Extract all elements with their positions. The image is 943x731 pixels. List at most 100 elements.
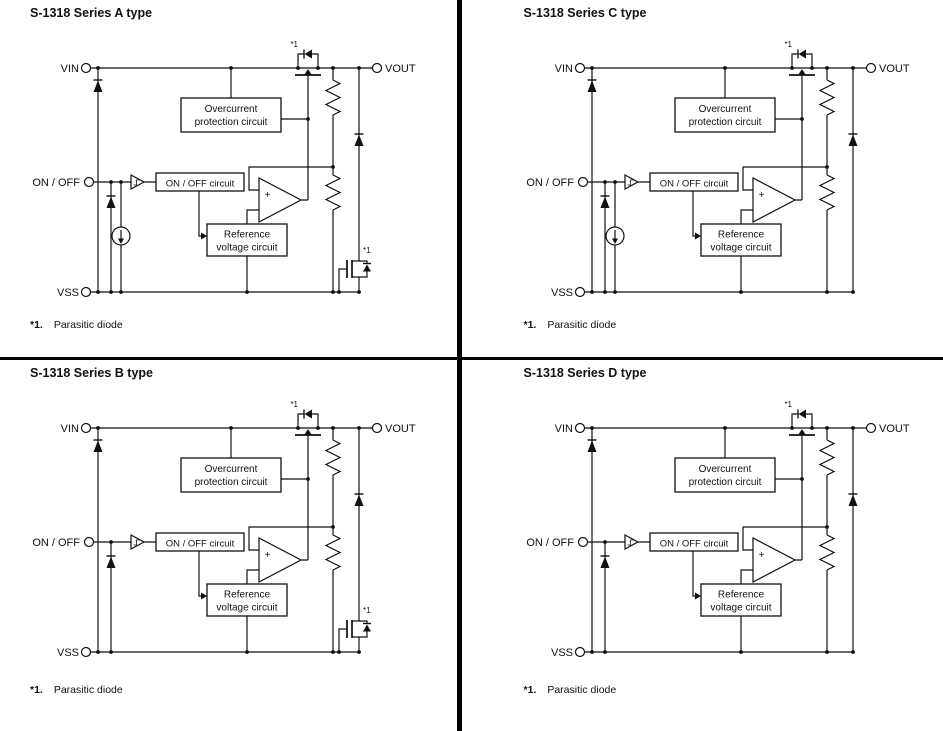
opamp-plus-label: + bbox=[758, 550, 764, 561]
onoff-circuit-label: ON / OFF circuit bbox=[166, 179, 235, 190]
current-source bbox=[111, 180, 131, 294]
pmos-parasitic-ref: *1 bbox=[290, 40, 298, 49]
reference-voltage-box bbox=[206, 583, 288, 617]
vss-label: VSS bbox=[57, 647, 79, 659]
reference-label-line2: voltage circuit bbox=[216, 243, 277, 254]
onoff-label: ON / OFF bbox=[526, 537, 574, 549]
overcurrent-label-line1: Overcurrent bbox=[698, 464, 751, 475]
onoff-buffer-icon bbox=[623, 173, 639, 191]
junction-dots bbox=[96, 66, 361, 294]
arrow-into-reference-icon bbox=[201, 232, 207, 240]
onoff-esd-diode-icon bbox=[600, 195, 609, 208]
vout-terminal bbox=[865, 422, 876, 434]
vout-label: VOUT bbox=[385, 63, 416, 75]
reference-label-line1: Reference bbox=[717, 590, 764, 601]
onoff-buffer-icon bbox=[130, 533, 146, 551]
overcurrent-label-line2: protection circuit bbox=[688, 117, 761, 128]
junction-dots bbox=[589, 66, 855, 294]
reference-label-line2: voltage circuit bbox=[710, 603, 771, 614]
onoff-circuit-label: ON / OFF circuit bbox=[659, 179, 728, 190]
vout-label: VOUT bbox=[879, 63, 910, 75]
vout-label: VOUT bbox=[879, 423, 910, 435]
overcurrent-label-line2: protection circuit bbox=[195, 477, 268, 488]
diagram-panel-series-c: S-1318 Series C type *1 bbox=[462, 0, 943, 356]
vin-label: VIN bbox=[61, 63, 79, 75]
footnote-text: Parasitic diode bbox=[53, 684, 123, 696]
onoff-label: ON / OFF bbox=[32, 537, 80, 549]
output-parasitic-diode-icon bbox=[848, 493, 857, 506]
diagram-title: S-1318 Series B type bbox=[30, 366, 153, 380]
onoff-terminal bbox=[83, 536, 95, 548]
output-parasitic-diode-icon bbox=[848, 133, 857, 146]
error-amplifier: + bbox=[751, 537, 796, 583]
footnote-ref: *1. bbox=[523, 319, 537, 331]
vss-label: VSS bbox=[550, 647, 572, 659]
reference-label-line1: Reference bbox=[224, 230, 271, 241]
diagram-panel-series-d: S-1318 Series D type *1 bbox=[462, 360, 943, 731]
onoff-buffer-icon bbox=[130, 173, 146, 191]
parasitic-diode-footnote: *1. Parasitic diode bbox=[30, 684, 123, 696]
reference-label-line2: voltage circuit bbox=[216, 603, 277, 614]
footnote-ref: *1. bbox=[30, 684, 43, 696]
onoff-terminal bbox=[577, 536, 588, 548]
footnote-text: Parasitic diode bbox=[53, 319, 123, 331]
onoff-circuit-label: ON / OFF circuit bbox=[166, 539, 235, 550]
onoff-esd-diode-icon bbox=[106, 195, 116, 208]
vertical-divider bbox=[457, 0, 462, 731]
onoff-terminal bbox=[577, 176, 588, 188]
circuit-diagram: *1 VIN VOUT ON / OFF VSS Overc bbox=[32, 40, 416, 299]
pmos-arrow-icon bbox=[304, 429, 312, 435]
onoff-terminal bbox=[83, 176, 95, 188]
footnote-text: Parasitic diode bbox=[547, 319, 617, 331]
reference-voltage-box bbox=[206, 223, 288, 257]
overcurrent-label-line1: Overcurrent bbox=[205, 104, 258, 115]
vin-esd-diode-icon bbox=[587, 79, 596, 92]
output-parasitic-diode-icon bbox=[354, 493, 364, 506]
error-amplifier: + bbox=[258, 537, 303, 583]
discharge-mosfet: *1 bbox=[337, 246, 371, 294]
output-pmos-transistor: *1 bbox=[290, 40, 321, 76]
vss-label: VSS bbox=[550, 287, 572, 299]
vin-esd-diode-icon bbox=[93, 79, 103, 92]
pmos-parasitic-ref: *1 bbox=[784, 40, 792, 49]
footnote-ref: *1. bbox=[30, 319, 43, 331]
feedback-resistor-divider bbox=[818, 79, 835, 211]
vout-terminal bbox=[371, 422, 383, 434]
onoff-circuit-box bbox=[648, 172, 739, 192]
vin-label: VIN bbox=[554, 63, 572, 75]
footnote-text: Parasitic diode bbox=[547, 684, 617, 696]
current-source bbox=[604, 180, 625, 294]
vss-label: VSS bbox=[57, 287, 79, 299]
junction-dots bbox=[589, 426, 855, 654]
error-amplifier: + bbox=[258, 177, 303, 223]
onoff-label: ON / OFF bbox=[526, 177, 574, 189]
opamp-plus-label: + bbox=[265, 550, 271, 561]
pmos-parasitic-ref: *1 bbox=[784, 400, 792, 409]
output-pmos-transistor: *1 bbox=[290, 400, 321, 436]
reference-voltage-box bbox=[699, 583, 782, 617]
diagram-title: S-1318 Series C type bbox=[523, 6, 647, 20]
vin-label: VIN bbox=[554, 423, 572, 435]
onoff-label: ON / OFF bbox=[32, 177, 80, 189]
vin-label: VIN bbox=[61, 423, 79, 435]
reference-label-line1: Reference bbox=[224, 590, 271, 601]
circuit-diagram: *1 VIN VOUT ON / OFF VSS Overc bbox=[526, 400, 910, 659]
opamp-plus-label: + bbox=[265, 190, 271, 201]
vss-terminal bbox=[80, 286, 92, 298]
pmos-parasitic-diode-icon bbox=[798, 49, 806, 59]
footnote-ref: *1. bbox=[523, 684, 537, 696]
opamp-plus-label: + bbox=[758, 190, 764, 201]
vin-terminal bbox=[574, 422, 585, 434]
onoff-circuit-box bbox=[155, 172, 245, 192]
parasitic-diode-footnote: *1. Parasitic diode bbox=[30, 319, 123, 331]
parasitic-diode-footnote: *1. Parasitic diode bbox=[524, 684, 617, 696]
vin-esd-diode-icon bbox=[93, 439, 103, 452]
junction-dots bbox=[96, 426, 361, 654]
pmos-parasitic-diode-icon bbox=[304, 49, 312, 59]
pmos-arrow-icon bbox=[304, 69, 312, 75]
pmos-arrow-icon bbox=[798, 69, 805, 75]
overcurrent-protection-box bbox=[180, 97, 282, 133]
vin-terminal bbox=[80, 422, 92, 434]
vout-terminal bbox=[865, 62, 876, 74]
onoff-esd-diode-icon bbox=[600, 555, 609, 568]
